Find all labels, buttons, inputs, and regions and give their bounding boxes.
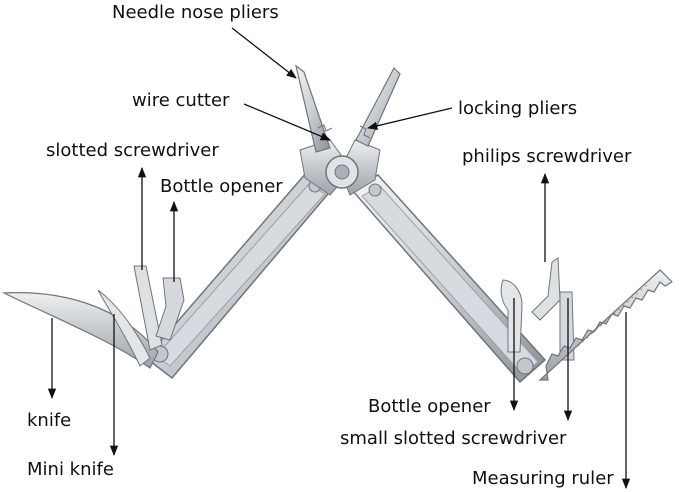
bottle-opener-bit-left: [155, 277, 185, 341]
label-wire-cutter: wire cutter: [132, 90, 230, 111]
label-needle-nose-pliers: Needle nose pliers: [112, 2, 279, 23]
mini-knife-blade: [97, 289, 151, 367]
label-small-slotted-screwdriver: small slotted screwdriver: [340, 428, 567, 449]
pliers-head: [299, 139, 381, 196]
label-locking-pliers: locking pliers: [458, 98, 578, 119]
small-slotted-screwdriver-bit: [559, 291, 575, 361]
knife-blade: [1, 292, 159, 369]
leader-lines: [47, 27, 631, 490]
label-philips-screwdriver: philips screwdriver: [462, 146, 632, 167]
label-measuring-ruler: Measuring ruler: [472, 468, 614, 489]
label-slotted-screwdriver: slotted screwdriver: [46, 140, 219, 161]
leader-needle-nose: [231, 27, 297, 79]
label-bottle-opener-bottom: Bottle opener: [368, 396, 491, 417]
label-mini-knife: Mini knife: [27, 459, 114, 480]
leader-wire-cutter: [243, 103, 331, 141]
label-bottle-opener-top: Bottle opener: [160, 176, 283, 197]
needle-nose-jaws: [295, 64, 401, 153]
philips-screwdriver-bit: [531, 257, 561, 321]
leader-locking-pliers: [366, 107, 453, 130]
label-knife: knife: [27, 410, 72, 431]
saw-ruler-blade: [538, 269, 673, 381]
